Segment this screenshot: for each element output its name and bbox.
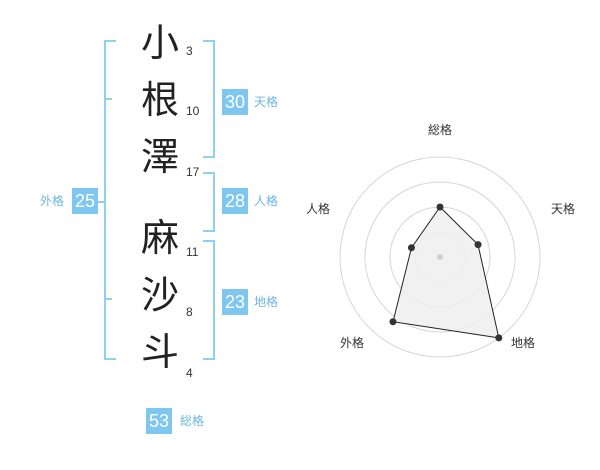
gaikaku-value: 25 [72,188,99,214]
stroke-count-1: 3 [186,44,193,58]
kanji-1: 小 [140,21,179,65]
radar-chart: 総格 天格 地格 外格 人格 [306,122,575,358]
kanji-3: 澤 [140,135,179,179]
radar-point-3 [495,334,503,342]
tenkaku-bracket [203,40,215,158]
gaikaku-bracket [104,40,116,360]
radar-points [389,203,503,342]
jinkaku-label: 人格 [254,194,279,208]
radar-ring [364,181,516,333]
radar-point-5 [407,244,415,252]
bracket-tick [104,298,112,300]
chikaku-value: 23 [222,289,249,315]
stroke-count-6: 4 [186,366,193,380]
axis-label-jinkaku: 人格 [306,201,330,216]
axis-label-gaikaku: 外格 [340,335,364,350]
kanji-5: 沙 [140,273,179,317]
radar-data-polygon [392,206,500,339]
soukaku-value: 53 [146,408,173,434]
radar-point-1 [436,203,444,211]
chikaku-bracket [203,240,215,360]
radar-center-dot [437,254,443,260]
radar-ring [339,156,541,358]
jinkaku-value: 28 [222,188,249,214]
jinkaku-bracket [203,172,215,232]
axis-label-chikaku: 地格 [511,335,535,350]
gaikaku-label: 外格 [40,194,65,208]
stroke-count-3: 17 [186,165,200,179]
radar-point-4 [389,318,397,326]
bracket-connector [98,201,106,203]
chikaku-label: 地格 [254,295,279,309]
stroke-count-2: 10 [186,104,200,118]
kanji-6: 斗 [140,330,179,374]
tenkaku-value: 30 [222,89,249,115]
stroke-count-4: 11 [186,245,199,259]
bracket-tick [104,98,112,100]
radar-point-2 [474,241,482,249]
stroke-count-5: 8 [186,305,193,319]
tenkaku-label: 天格 [254,95,279,109]
kanji-4: 麻 [140,216,179,260]
kanji-2: 根 [140,78,179,122]
axis-label-tenkaku: 天格 [551,201,575,216]
soukaku-label: 総格 [180,414,205,428]
axis-label-soukaku: 総格 [428,122,452,137]
